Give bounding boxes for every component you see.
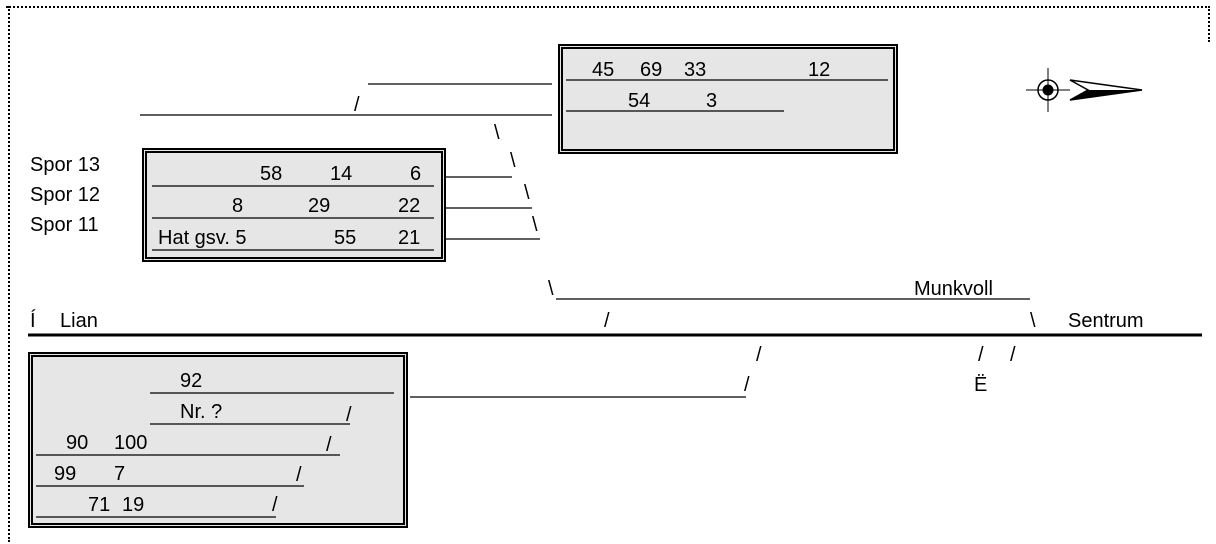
top-box-value: 45 [592,59,615,81]
slash-mark: / [756,344,762,366]
bottom-box-value: 100 [114,432,148,454]
top-box [558,44,898,154]
bottom-box-value: 71 [88,494,111,516]
slash-mark: / [354,94,360,116]
backslash-mark: \ [1030,310,1036,332]
spor-label: Spor 11 [30,214,99,236]
slash-mark: / [1010,344,1016,366]
spor-label: Spor 12 [30,184,101,206]
bottom-box-value: 99 [54,463,77,485]
spor-box-value: 21 [398,227,421,249]
spor-box-value: Hat gsv. 5 [158,227,247,249]
top-box-value: 33 [684,59,707,81]
backslash-mark: \ [524,182,530,204]
spor-box [142,148,446,262]
station-label-munkvoll: Munkvoll [914,278,993,300]
spor-box-value: 29 [308,195,331,217]
slash-mark: / [272,494,278,516]
spor-box-value: 8 [232,195,244,217]
bottom-box-value: 7 [114,463,126,485]
backslash-mark: \ [548,278,554,300]
spor-box-value: 55 [334,227,357,249]
top-box-value: 12 [808,59,831,81]
top-box-value: 3 [706,90,718,112]
spor-box-value: 22 [398,195,421,217]
top-box-value: 54 [628,90,651,112]
dotted-border-right [1208,6,1210,42]
bottom-box [28,352,408,528]
bottom-box-value: 19 [122,494,145,516]
direction-glyph: Í [30,310,36,332]
slash-mark: / [326,434,332,456]
slash-mark: / [978,344,984,366]
spor-box-value: 58 [260,163,283,185]
backslash-mark: \ [494,122,500,144]
spor-box-value: 14 [330,163,353,185]
top-box-value: 69 [640,59,663,81]
bottom-box-value: 92 [180,370,203,392]
slash-mark: / [744,374,750,396]
dotted-border-top [6,6,1210,8]
bottom-box-value: Nr. ? [180,401,223,423]
backslash-mark: \ [510,150,516,172]
slash-mark: / [604,310,610,332]
spor-box-value: 6 [410,163,422,185]
station-label-sentrum: Sentrum [1068,310,1144,332]
slash-mark: / [296,464,302,486]
bottom-box-value: 90 [66,432,89,454]
station-label-lian: Lian [60,310,98,332]
direction-glyph: Ë [974,374,988,396]
spor-label: Spor 13 [30,154,101,176]
slash-mark: / [346,404,352,426]
backslash-mark: \ [532,214,538,236]
dotted-border-left [8,6,10,542]
